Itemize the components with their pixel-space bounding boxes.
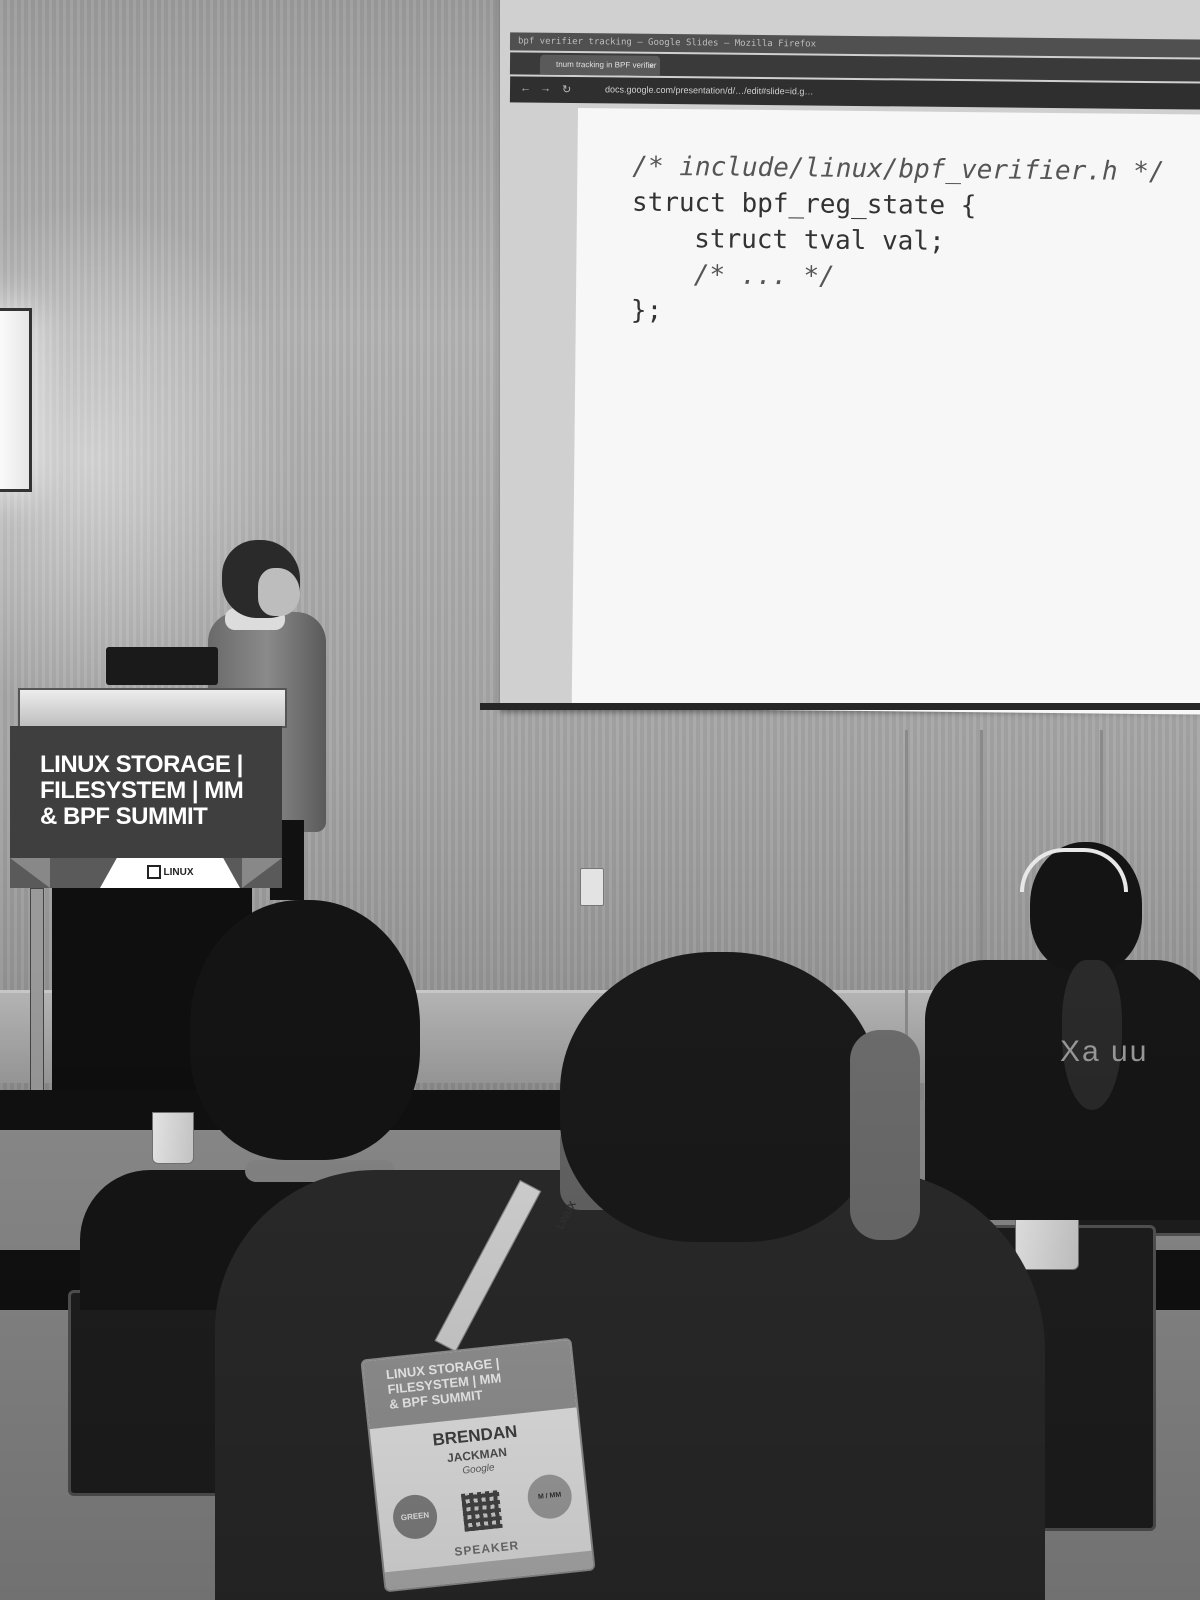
browser-tab-label: tnum tracking in BPF verifier [555,59,657,70]
paper-cup [152,1112,194,1164]
shirt-print: Xa uu [1060,1035,1149,1068]
logo-text: LINUX [163,867,194,878]
screen-bottom-bar [480,703,1200,710]
code-line-comment: /* ... */ [631,259,835,292]
banner-line: & BPF SUMMIT [40,803,208,830]
audience-member-head [190,900,420,1160]
ponytail [1062,960,1122,1110]
decor-triangle [242,858,282,888]
forward-arrow-icon[interactable]: → [539,82,552,95]
code-block: /* include/linux/bpf_verifier.h */struct… [631,149,1165,335]
name-badge: LINUX STORAGE | FILESYSTEM | MM & BPF SU… [360,1337,596,1593]
speaker-face [258,568,300,616]
linux-foundation-logo: LINUX [100,858,240,888]
foreground-attendee-jacket [215,1170,1045,1600]
address-bar-url[interactable]: docs.google.com/presentation/d/…/edit#sl… [604,84,814,97]
laptop [106,647,218,685]
foreground-attendee-head [560,952,880,1242]
banner-line: LINUX STORAGE | [40,751,243,778]
code-line-comment: /* include/linux/bpf_verifier.h */ [632,151,1165,188]
code-line: struct bpf_reg_state { [631,187,977,222]
logo-square-icon [146,865,161,880]
podium-leg [30,888,44,1100]
code-line: struct tval val; [631,223,945,257]
badge-tag-right: M / MM [525,1472,574,1521]
badge-tag-left: GREEN [390,1492,440,1542]
podium-top [18,688,287,728]
podium-banner: LINUX STORAGE | FILESYSTEM | MM & BPF SU… [10,726,282,858]
wall-sconce-light [0,308,32,492]
light-switch [580,868,604,906]
raised-hand [850,1030,920,1240]
close-icon[interactable]: × [648,60,655,71]
wall-panel-seam [905,730,908,1070]
reload-icon[interactable]: ↻ [561,83,572,96]
back-arrow-icon[interactable]: ← [519,82,532,95]
wall-panel-seam [980,730,983,1070]
code-line: }; [630,295,663,326]
slide-canvas: /* include/linux/bpf_verifier.h */struct… [571,108,1200,715]
banner-line: FILESYSTEM | MM [40,777,244,804]
decor-triangle [10,858,50,888]
podium-foot: LINUX [10,858,282,888]
qr-code-icon [460,1489,503,1532]
browser-tab[interactable]: tnum tracking in BPF verifier × [539,54,661,76]
